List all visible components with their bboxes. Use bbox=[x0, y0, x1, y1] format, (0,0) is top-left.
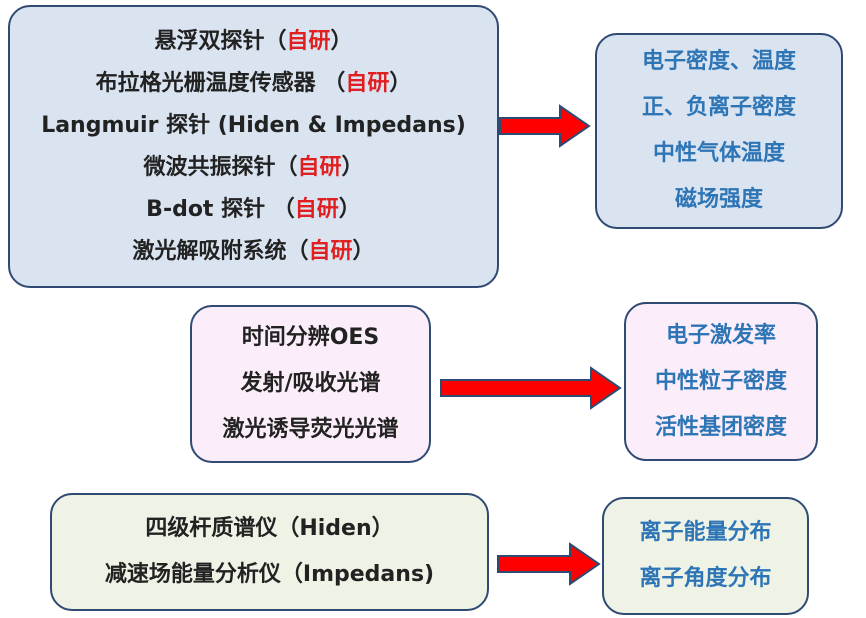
output-item: 离子能量分布 bbox=[639, 520, 772, 545]
arrow-right-icon bbox=[497, 542, 601, 586]
output-item: 活性基团密度 bbox=[654, 414, 787, 440]
output-item: 中性粒子密度 bbox=[654, 368, 787, 394]
output-item: 磁场强度 bbox=[674, 187, 763, 212]
diagnostic-methods-box-2: 时间分辨OES 发射/吸收光谱 激光诱导荧光光谱 bbox=[190, 305, 431, 463]
outputs-box-1: 电子密度、温度 正、负离子密度 中性气体温度 磁场强度 bbox=[595, 33, 843, 229]
output-item: 电子密度、温度 bbox=[641, 49, 796, 74]
output-item: 电子激发率 bbox=[665, 322, 776, 348]
diagnostic-methods-box-3: 四级杆质谱仪（Hiden） 减速场能量分析仪（Impedans) bbox=[50, 493, 489, 611]
arrow-right-icon bbox=[499, 104, 591, 148]
method-item: Langmuir 探针 (Hiden & Impedans) bbox=[41, 112, 466, 138]
method-item: 激光诱导荧光光谱 bbox=[222, 417, 399, 442]
method-item: 悬浮双探针（自研） bbox=[154, 28, 353, 54]
output-item: 中性气体温度 bbox=[652, 141, 785, 166]
method-item: 时间分辨OES bbox=[241, 325, 380, 350]
method-item: 布拉格光栅温度传感器 （自研） bbox=[95, 70, 412, 96]
output-item: 离子角度分布 bbox=[639, 566, 772, 591]
method-item: 减速场能量分析仪（Impedans) bbox=[104, 562, 435, 587]
method-item: B-dot 探针 （自研） bbox=[146, 196, 361, 222]
output-item: 正、负离子密度 bbox=[641, 95, 796, 120]
outputs-box-2: 电子激发率 中性粒子密度 活性基团密度 bbox=[624, 302, 818, 461]
arrow-right-icon bbox=[440, 366, 622, 410]
method-item: 四级杆质谱仪（Hiden） bbox=[145, 516, 394, 541]
method-item: 激光解吸附系统（自研） bbox=[132, 238, 375, 264]
method-item: 发射/吸收光谱 bbox=[240, 371, 381, 396]
outputs-box-3: 离子能量分布 离子角度分布 bbox=[602, 497, 809, 615]
diagnostic-methods-box-1: 悬浮双探针（自研） 布拉格光栅温度传感器 （自研） Langmuir 探针 (H… bbox=[8, 5, 499, 288]
method-item: 微波共振探针（自研） bbox=[143, 154, 364, 180]
